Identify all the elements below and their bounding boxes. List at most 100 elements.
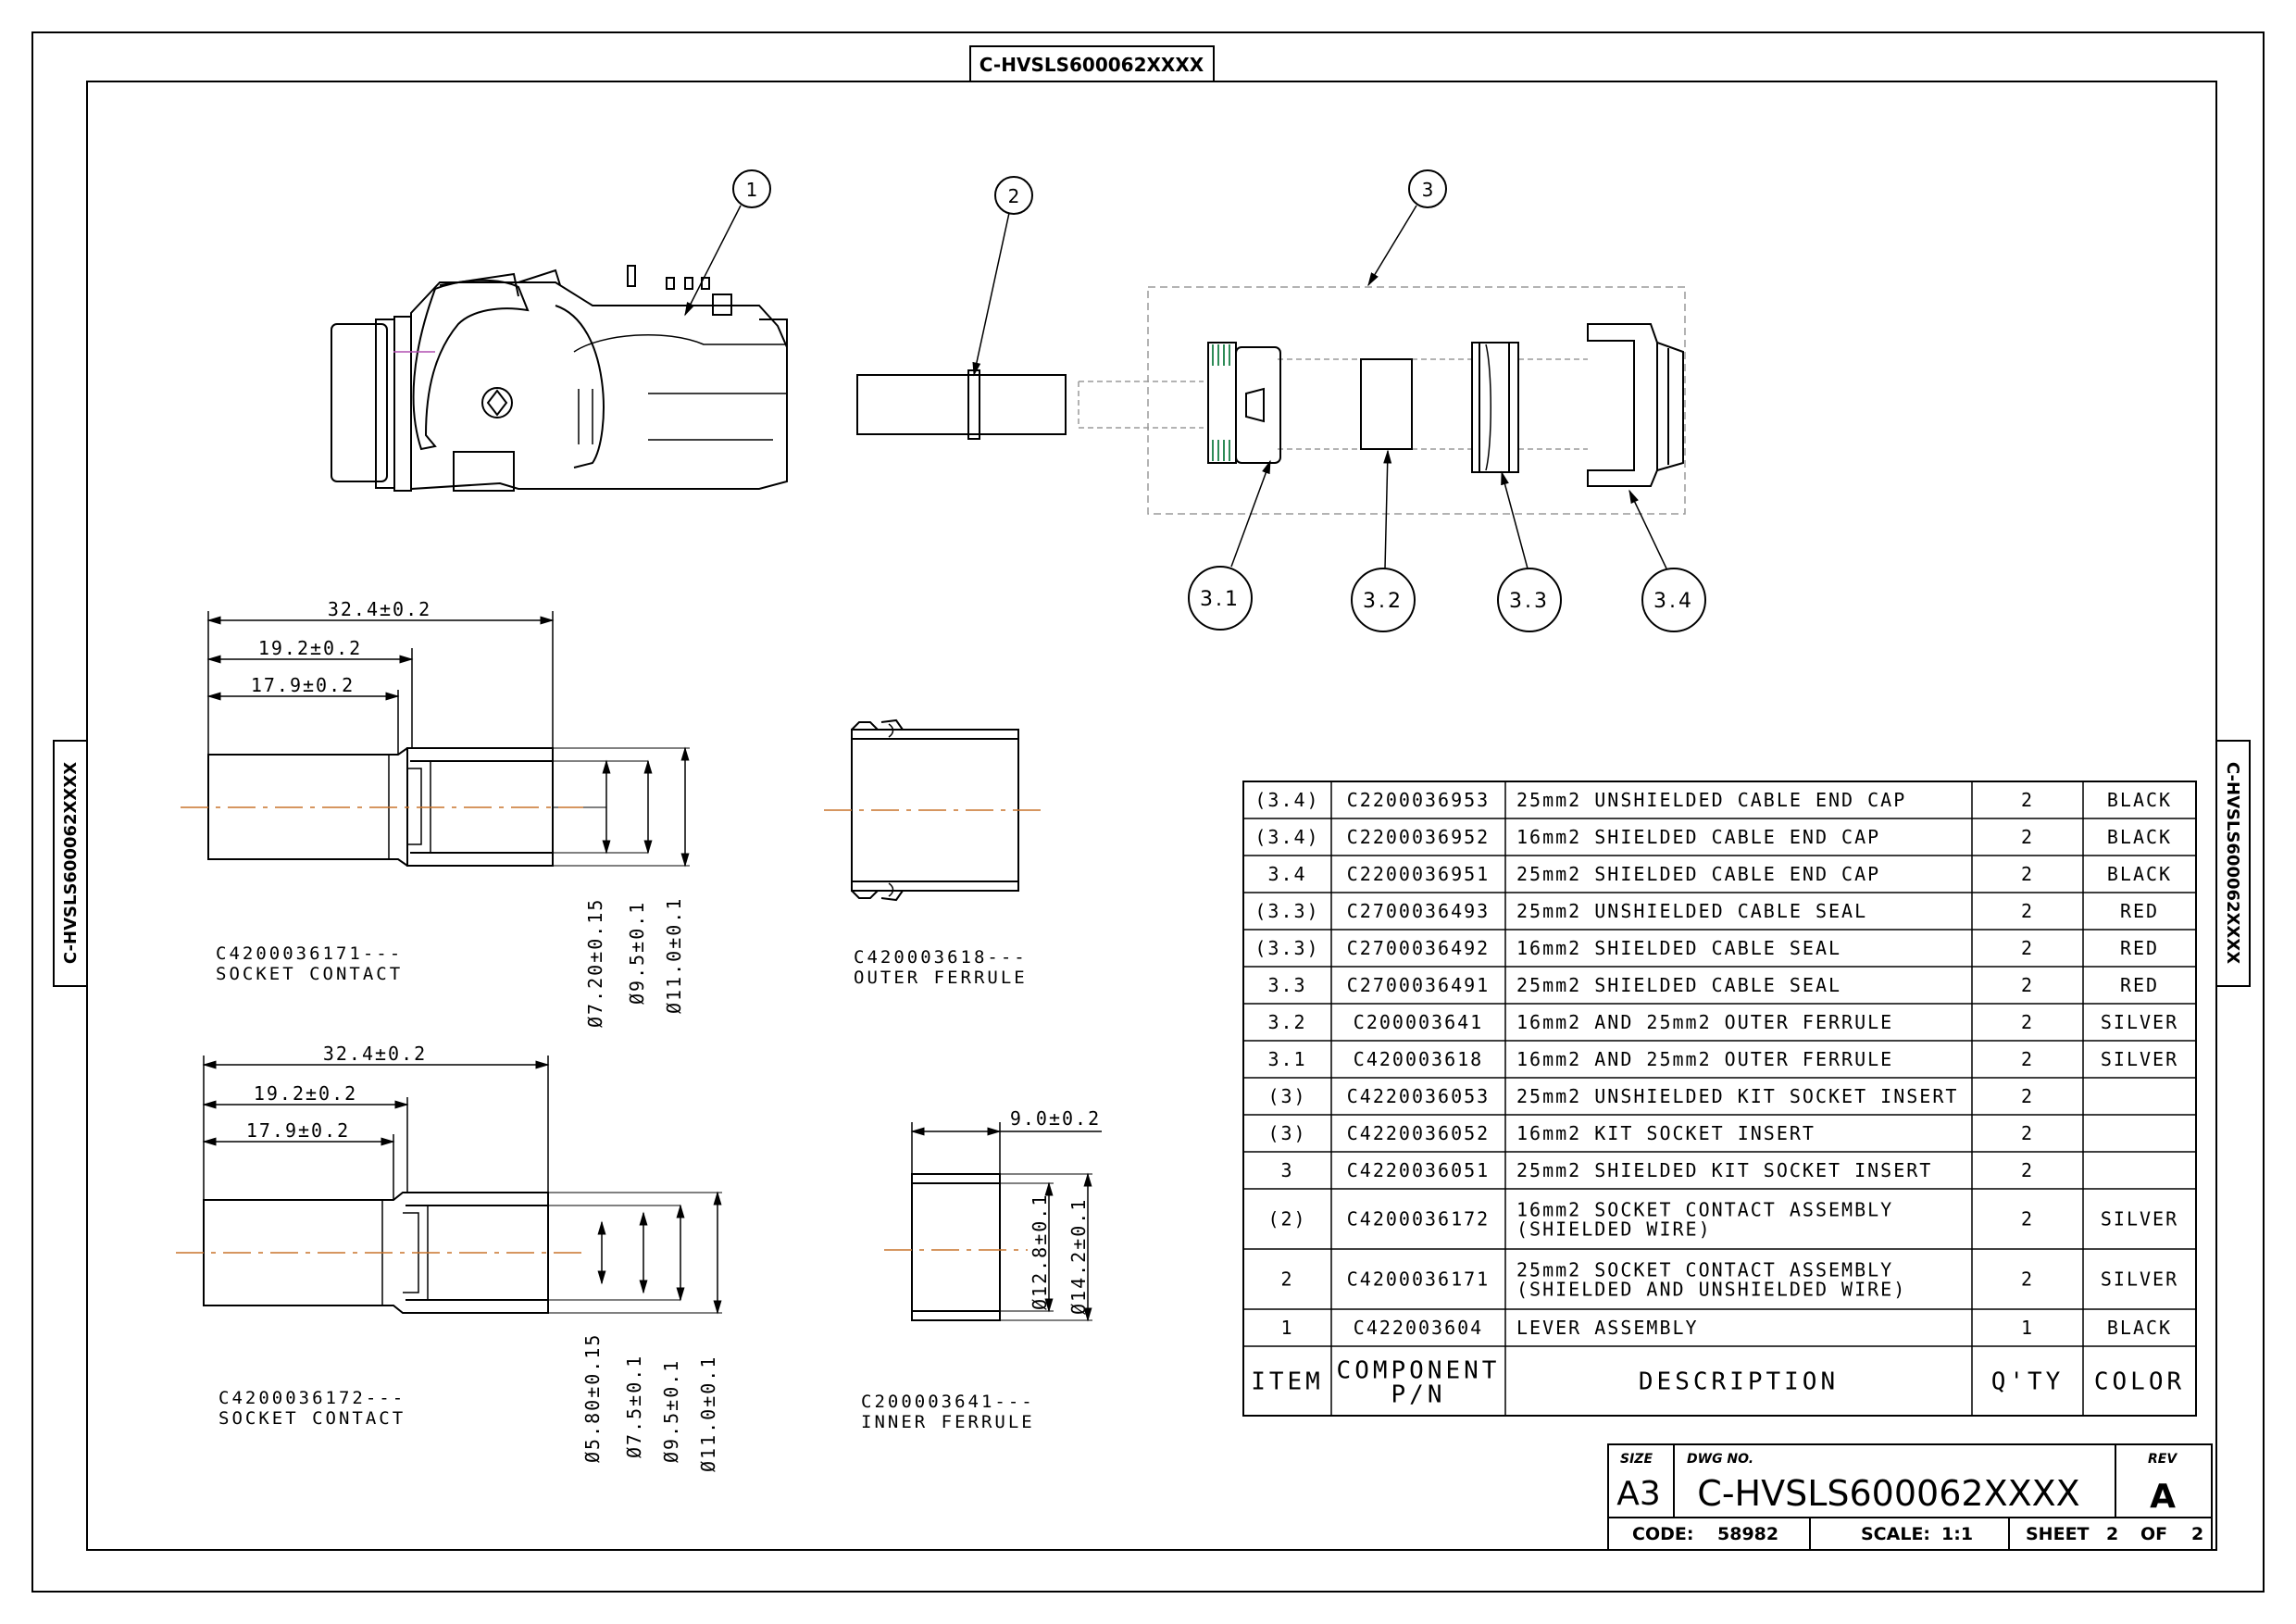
svg-text:3.2: 3.2 (1363, 590, 1404, 613)
bom-pn-cell: C2200036953 (1347, 789, 1490, 811)
bom-pn-cell: C420003618 (1354, 1048, 1483, 1070)
outer-border (31, 31, 2265, 1593)
balloon-3-3: 3.3 (1497, 470, 1562, 632)
socket-contact-2-dim-a: 19.2±0.2 (254, 1082, 357, 1105)
bom-color-cell: RED (2120, 937, 2159, 959)
bom-header-item: ITEM (1251, 1368, 1324, 1396)
bom-pn-cell: C2700036491 (1347, 974, 1490, 996)
title-size-value: A3 (1616, 1475, 1661, 1513)
bom-header-pn: COMPONENT (1337, 1357, 1501, 1385)
socket-contact-2-dia-3: Ø9.5±0.1 (660, 1359, 682, 1463)
socket-contact-2-dia-4: Ø11.0±0.1 (697, 1355, 719, 1472)
svg-text:3.4: 3.4 (1653, 590, 1694, 613)
title-sheet-value: 2 (2106, 1524, 2118, 1544)
bom-description-cell: 25mm2 SHIELDED CABLE SEAL (1516, 974, 1841, 996)
bom-item-cell: (3) (1267, 1085, 1306, 1107)
title-rev-label: REV (2148, 1452, 2177, 1467)
bom-item-cell: (3) (1267, 1122, 1306, 1144)
bom-item-cell: 3.1 (1267, 1048, 1306, 1070)
svg-text:2: 2 (1008, 185, 1020, 207)
socket-contact-2-dim-overall: 32.4±0.2 (323, 1043, 427, 1065)
bom-qty-cell: 2 (2021, 1048, 2034, 1070)
bom-description-cell: 16mm2 SOCKET CONTACT ASSEMBLY (1516, 1199, 1893, 1221)
bom-description-cell: 25mm2 UNSHIELDED CABLE END CAP (1516, 789, 1906, 811)
bom-color-cell: BLACK (2107, 1317, 2172, 1339)
bom-description-cell: 25mm2 UNSHIELDED CABLE SEAL (1516, 900, 1867, 922)
bom-item-cell: 3.3 (1267, 974, 1306, 996)
bom-item-cell: (3.4) (1254, 826, 1319, 848)
right-side-drawing-label: C-HVSLS600062XXXX (2215, 740, 2251, 987)
bom-qty-cell: 2 (2021, 1011, 2034, 1033)
title-of-value: 2 (2191, 1524, 2203, 1544)
bom-item-cell: 1 (1280, 1317, 1293, 1339)
bom-description-cell: 25mm2 SHIELDED KIT SOCKET INSERT (1516, 1159, 1932, 1181)
bom-qty-cell: 2 (2021, 974, 2034, 996)
bom-pn-cell: C4220036053 (1347, 1085, 1490, 1107)
outer-ferrule-caption-pn: C420003618--- (854, 947, 1028, 968)
socket-contact-1-dia-1: Ø7.20±0.15 (584, 898, 606, 1028)
bom-qty-cell: 2 (2021, 826, 2034, 848)
bom-description-cell: 25mm2 SHIELDED CABLE END CAP (1516, 863, 1880, 885)
bom-color-cell: SILVER (2101, 1268, 2178, 1291)
bom-description-cell-line2: (SHIELDED AND UNSHIELDED WIRE) (1516, 1279, 1906, 1301)
title-code-label: CODE: (1632, 1524, 1693, 1544)
bom-item-cell: 3.2 (1267, 1011, 1306, 1033)
outer-ferrule-caption-name: OUTER FERRULE (854, 968, 1028, 988)
socket-contact-1-dia-3: Ø11.0±0.1 (663, 897, 685, 1014)
top-drawing-label: C-HVSLS600062XXXX (969, 45, 1215, 82)
bom-qty-cell: 2 (2021, 1208, 2034, 1230)
socket-insert-kit-drawing (1078, 286, 1686, 515)
bom-description-cell: 16mm2 SHIELDED CABLE END CAP (1516, 826, 1880, 848)
bom-description-cell: 16mm2 SHIELDED CABLE SEAL (1516, 937, 1841, 959)
title-dwg-value: C-HVSLS600062XXXX (1697, 1473, 2079, 1514)
balloon-3-1: 3.1 (1188, 459, 1271, 631)
bom-item-cell: (3.3) (1254, 937, 1319, 959)
bom-color-cell: BLACK (2107, 863, 2172, 885)
socket-contact-1-dia-2: Ø9.5±0.1 (626, 901, 648, 1005)
balloon-2: 2 (972, 176, 1033, 377)
bom-description-cell: LEVER ASSEMBLY (1516, 1317, 1699, 1339)
bom-item-cell: 2 (1280, 1268, 1293, 1291)
balloon-3: 3 (1367, 169, 1447, 287)
socket-contact-2-dimensions (202, 1056, 722, 1315)
socket-contact-1-dimensions (206, 611, 690, 868)
title-block: SIZE A3 DWG NO. C-HVSLS600062XXXX REV A … (1607, 1443, 2213, 1551)
bom-pn-cell: C4200036171 (1347, 1268, 1490, 1291)
socket-contact-2-caption-name: SOCKET CONTACT (218, 1408, 406, 1429)
bom-color-cell: RED (2120, 900, 2159, 922)
bom-color-cell: SILVER (2101, 1048, 2178, 1070)
bom-header-description: DESCRIPTION (1639, 1368, 1839, 1396)
bom-pn-cell: C2700036492 (1347, 937, 1490, 959)
title-code-value: 58982 (1717, 1524, 1778, 1544)
bom-pn-cell: C4220036051 (1347, 1159, 1490, 1181)
title-dwg-label: DWG NO. (1687, 1452, 1753, 1467)
bom-qty-cell: 2 (2021, 1268, 2034, 1291)
title-of-label: OF (2140, 1524, 2167, 1544)
bom-item-cell: (3.4) (1254, 789, 1319, 811)
bom-qty-cell: 1 (2021, 1317, 2034, 1339)
bom-description-cell: 25mm2 UNSHIELDED KIT SOCKET INSERT (1516, 1085, 1958, 1107)
title-scale-label: SCALE: (1861, 1524, 1930, 1544)
svg-text:C-HVSLS600062XXXX: C-HVSLS600062XXXX (2223, 762, 2242, 964)
bom-description-cell: 16mm2 KIT SOCKET INSERT (1516, 1122, 1816, 1144)
socket-contact-1-dim-overall: 32.4±0.2 (328, 598, 431, 620)
title-rev-value: A (2150, 1478, 2176, 1516)
bom-header-pn-line2: P/N (1391, 1381, 1446, 1409)
bom-color-cell: BLACK (2107, 826, 2172, 848)
svg-text:3.1: 3.1 (1200, 588, 1241, 611)
lever-assembly-drawing (331, 265, 788, 492)
outer-ferrule-view (851, 718, 1019, 902)
bom-qty-cell: 2 (2021, 1085, 2034, 1107)
bom-item-cell: (3.3) (1254, 900, 1319, 922)
